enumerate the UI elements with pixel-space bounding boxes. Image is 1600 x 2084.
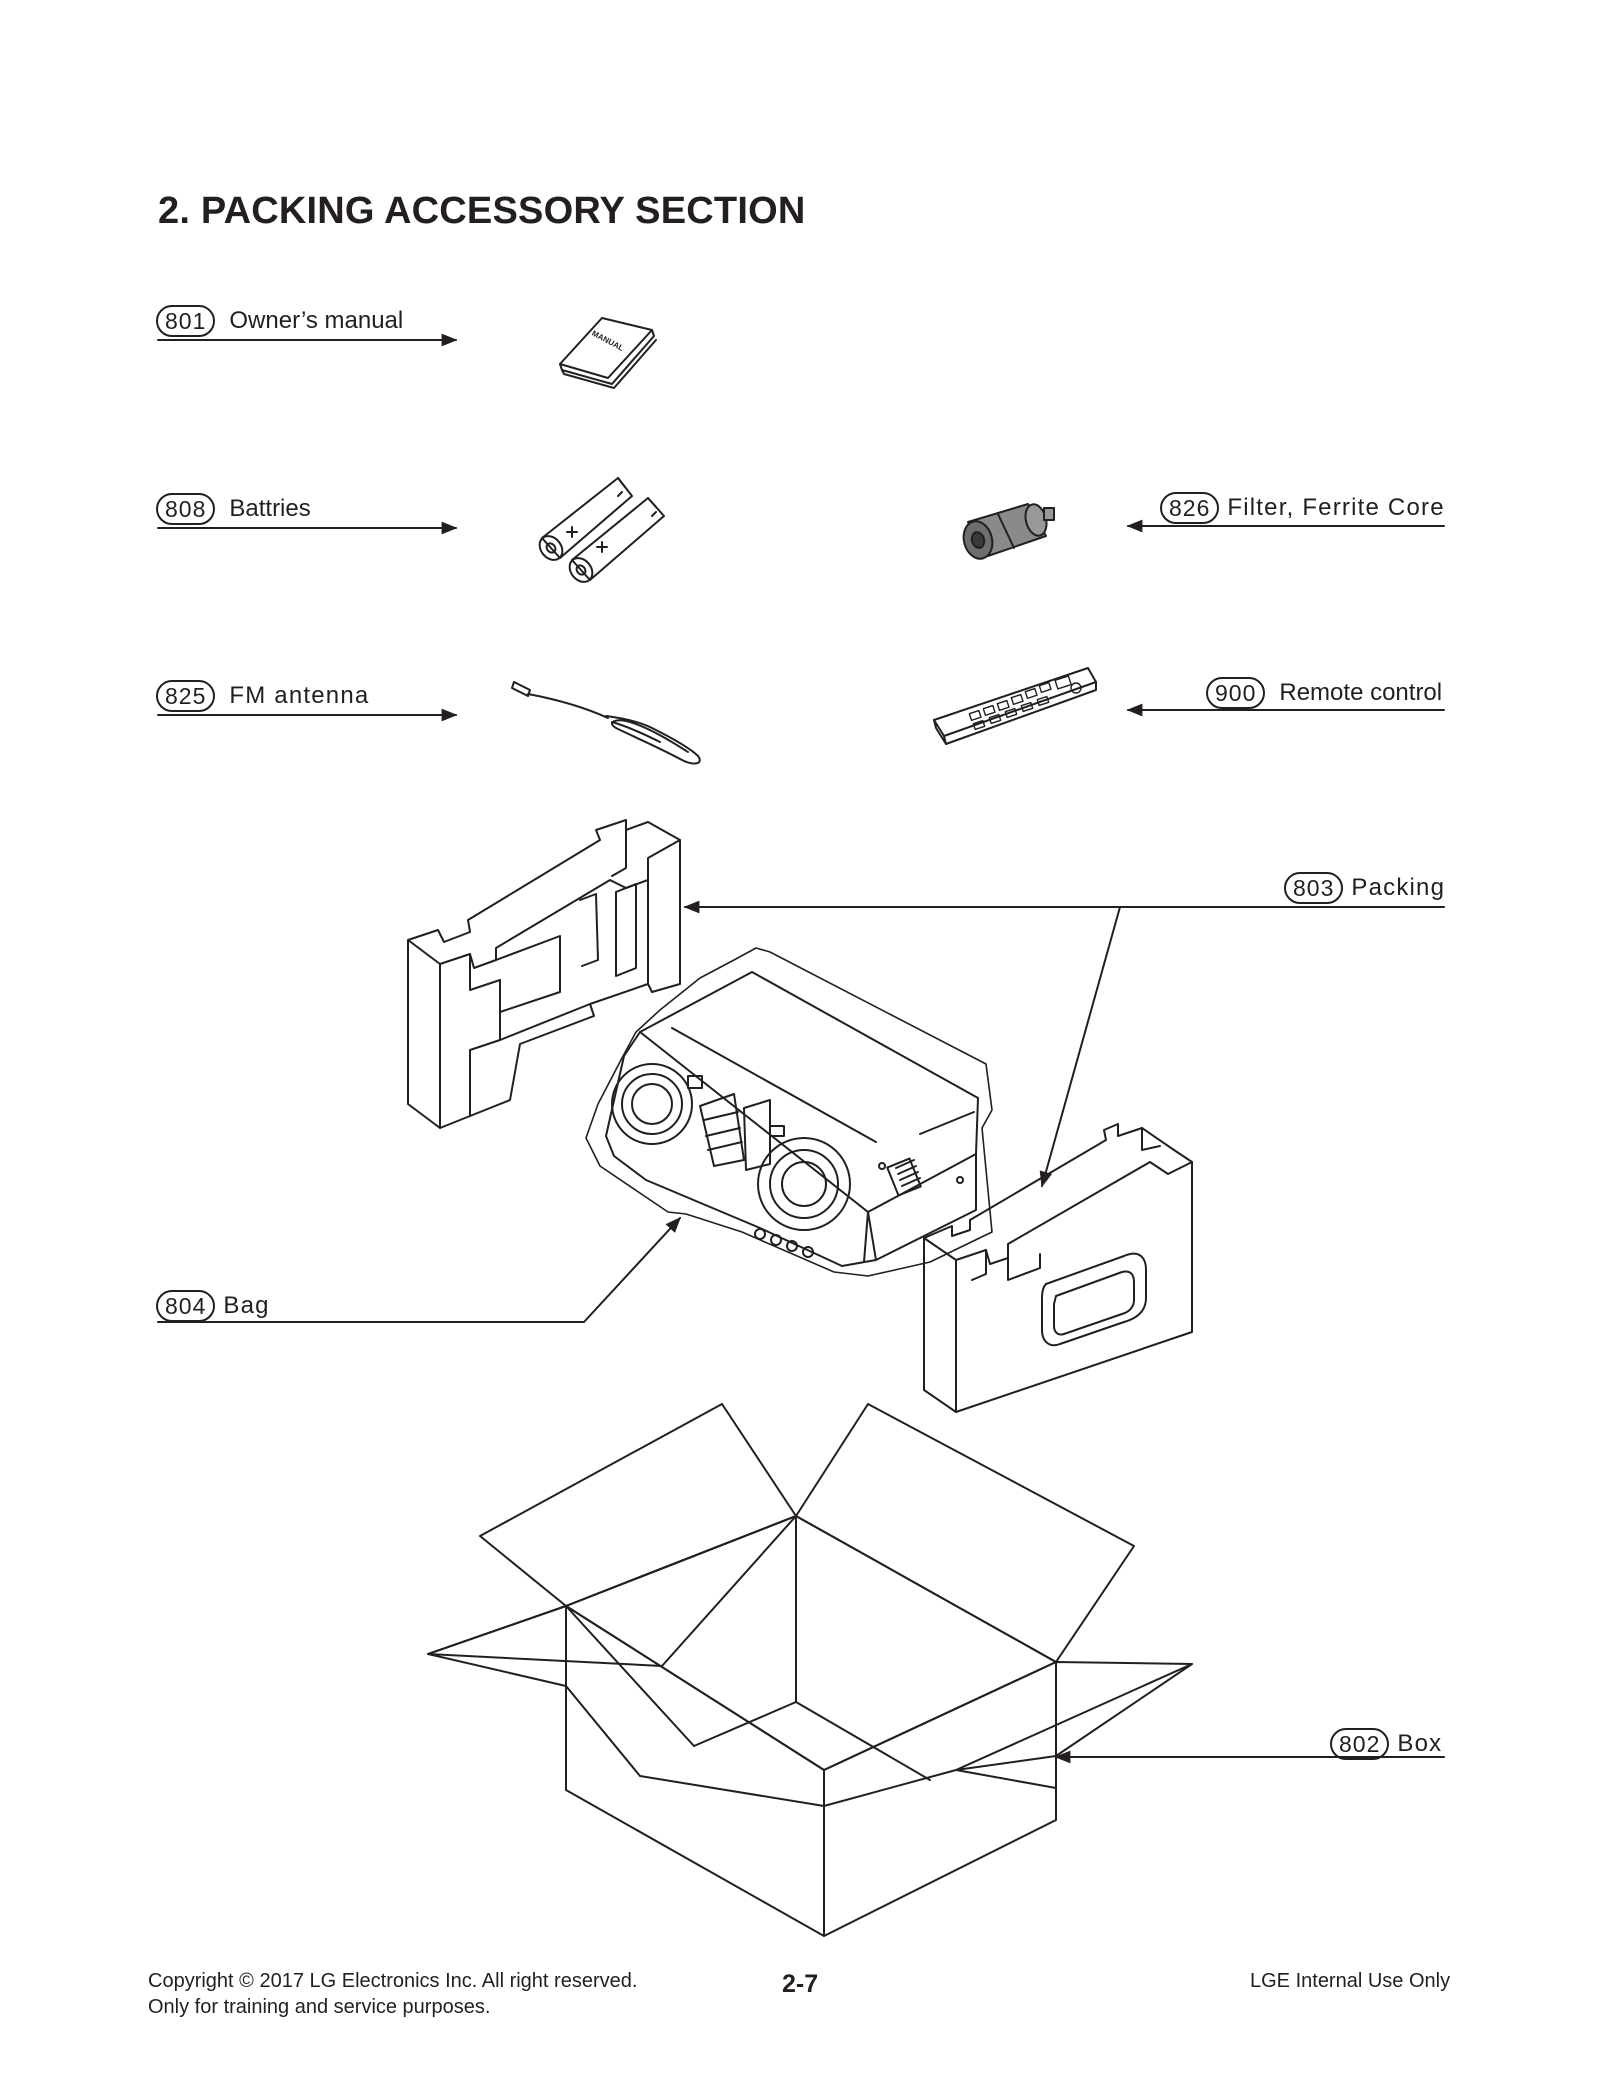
part-label: Owner’s manual	[229, 307, 404, 334]
part-number-badge: 802	[1330, 1728, 1390, 1760]
part-label: Battries	[229, 495, 311, 522]
manual-illustration: MANUAL	[559, 317, 657, 389]
footer-copyright: Copyright © 2017 LG Electronics Inc. All…	[148, 1970, 638, 1992]
page-number: 2-7	[782, 1970, 819, 1998]
part-number-badge: 808	[156, 493, 216, 525]
part-label: Packing	[1351, 874, 1446, 901]
part-number-badge: 825	[156, 680, 216, 712]
part-label: Remote control	[1279, 679, 1443, 706]
part-label: FM antenna	[229, 682, 370, 709]
callout-803: 803 Packing	[1284, 872, 1445, 904]
part-number-badge: 801	[156, 305, 216, 337]
manual-cover-text: MANUAL	[590, 329, 625, 353]
callout-808: 808 Battries	[156, 493, 311, 525]
part-number-badge: 826	[1160, 492, 1220, 524]
footer-note: Only for training and service purposes.	[148, 1996, 491, 2018]
callout-802: 802 Box	[1330, 1728, 1442, 1760]
part-number-badge: 900	[1206, 677, 1266, 709]
footer-internal: LGE Internal Use Only	[1250, 1970, 1451, 1992]
bag-unit-illustration	[585, 947, 993, 1277]
part-label: Box	[1397, 1730, 1443, 1757]
callout-801: 801 Owner’s manual	[156, 305, 403, 337]
part-number-badge: 803	[1284, 872, 1344, 904]
callout-825: 825 FM antenna	[156, 680, 369, 712]
packing-right-illustration	[923, 1123, 1193, 1413]
page-title: 2. PACKING ACCESSORY SECTION	[158, 190, 806, 232]
fm-antenna-illustration	[511, 681, 701, 765]
leader-lines	[157, 333, 1445, 1764]
callout-900: 900 Remote control	[1206, 677, 1442, 709]
ferrite-core-illustration	[962, 503, 1055, 560]
part-label: Bag	[223, 1292, 270, 1319]
callout-826: 826 Filter, Ferrite Core	[1160, 492, 1445, 524]
remote-control-illustration	[933, 667, 1097, 745]
box-illustration	[427, 1403, 1193, 1937]
packing-left-illustration	[407, 819, 681, 1129]
part-label: Filter, Ferrite Core	[1227, 494, 1445, 521]
battery-illustration	[538, 477, 665, 583]
